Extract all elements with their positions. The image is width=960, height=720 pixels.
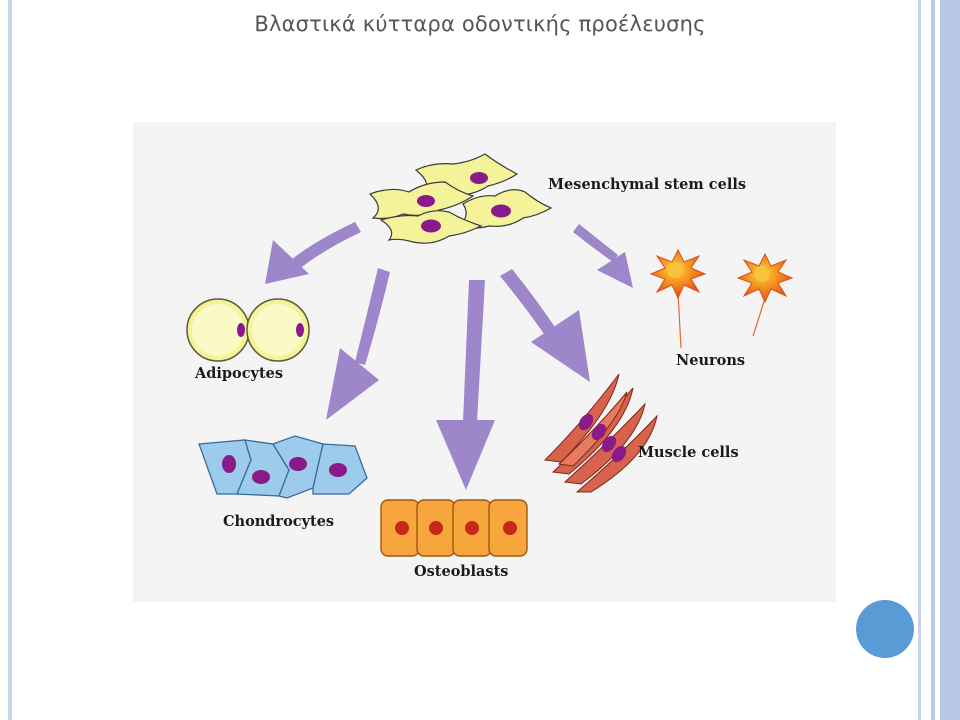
label-muscle-cells: Muscle cells (638, 444, 739, 461)
label-osteoblasts: Osteoblasts (414, 563, 508, 580)
label-chondrocytes: Chondrocytes (223, 513, 334, 530)
stem-cell-diagram: Mesenchymal stem cells Adipocytes Chondr… (133, 122, 836, 602)
neurons-icon (649, 248, 794, 349)
adipocytes-icon (186, 298, 310, 362)
osteoblasts-icon (380, 499, 528, 557)
slide-right-border (918, 0, 960, 720)
slide-title: Βλαστικά κύτταρα οδοντικής προέλευσης (254, 12, 706, 36)
arrow-to-chondrocytes (326, 268, 390, 420)
arrow-to-muscle-cells (500, 269, 590, 382)
mesenchymal-stem-cells-icon (368, 153, 553, 244)
neuron-left (649, 248, 707, 349)
arrow-to-adipocytes (265, 222, 361, 284)
label-neurons: Neurons (676, 352, 745, 369)
decorative-circle (856, 600, 914, 658)
arrow-to-osteoblasts (436, 280, 495, 490)
label-mesenchymal-stem-cells: Mesenchymal stem cells (548, 176, 746, 193)
chondrocytes-icon (198, 435, 368, 499)
label-adipocytes: Adipocytes (194, 365, 283, 382)
muscle-cells-icon (543, 373, 658, 493)
diagram-canvas: Mesenchymal stem cells Adipocytes Chondr… (186, 153, 794, 580)
differentiation-arrows (265, 222, 633, 490)
arrow-to-neurons (573, 224, 633, 288)
slide-left-border (8, 0, 12, 720)
neuron-right (736, 252, 794, 337)
